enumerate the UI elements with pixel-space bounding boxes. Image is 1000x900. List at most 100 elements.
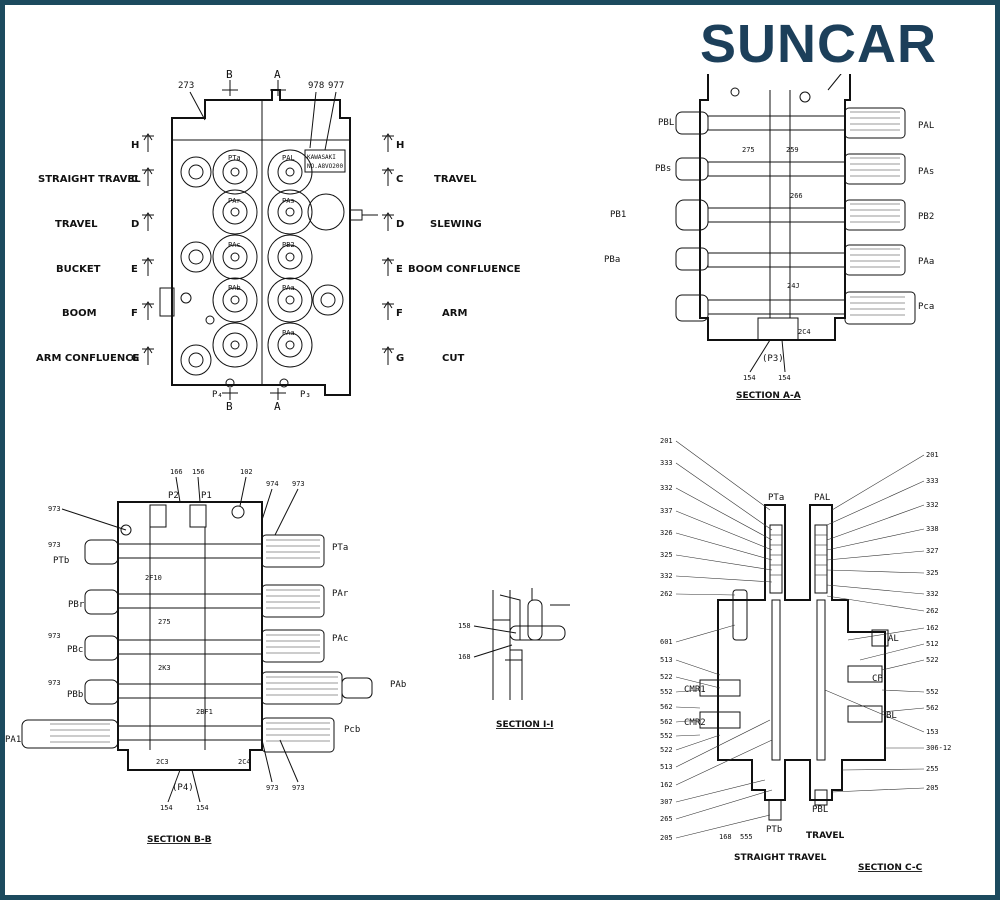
left-section-marks: H C D E F G (131, 133, 154, 365)
port-label: PTa (332, 543, 348, 553)
port-label: PBa (604, 255, 620, 265)
callout: (P4) (172, 783, 194, 793)
callout: 326 (660, 529, 673, 537)
callout: 162 (660, 781, 673, 789)
callout: 974 (266, 480, 279, 488)
callout: 166 (170, 468, 183, 476)
function-label-travel-right: TRAVEL (434, 174, 477, 185)
cut-letter-bottom: B (226, 400, 233, 413)
inner-label: 2C3 (156, 758, 169, 766)
callout: 162 (926, 624, 939, 632)
section-title-bb: SECTION B-B (147, 835, 212, 845)
section-title-ii: SECTION I-I (496, 720, 553, 730)
callout: 513 (660, 656, 673, 664)
section-letter: H (396, 140, 404, 151)
callout: 262 (660, 590, 673, 598)
callout: 513 (660, 763, 673, 771)
port-label: BL (886, 711, 897, 721)
port-label: PAc (332, 634, 348, 644)
function-label-arm-confluence: ARM CONFLUENCE (36, 353, 140, 364)
spool-rows-bb (21, 527, 373, 753)
port-label: PBL (812, 805, 828, 815)
label-travel: TRAVEL (806, 831, 845, 841)
callout: 307 (660, 798, 673, 806)
port-label: PBs (655, 164, 671, 174)
function-label-boom: BOOM (62, 308, 97, 319)
callout: 522 (660, 746, 673, 754)
callout: 332 (660, 484, 673, 492)
callout: 333 (660, 459, 673, 467)
port-label: CMR2 (684, 718, 706, 728)
section-letter: E (396, 264, 403, 275)
callout: 154 (743, 374, 756, 382)
callout: 552 (660, 688, 673, 696)
callout: 973 (48, 541, 61, 549)
right-section-marks: H C D E F G (382, 133, 404, 365)
port-label: P2 (168, 491, 179, 501)
inner-label: 2C4 (238, 758, 251, 766)
callout: 338 (926, 525, 939, 533)
port-label: PAa (918, 257, 934, 267)
function-label-arm: ARM (442, 308, 467, 319)
top-left-view: KAWASAKI NO.A8VO200 PTa PAL PAr PAs PAc … (36, 68, 521, 413)
port-label: PTb (766, 825, 782, 835)
callout: 333 (926, 477, 939, 485)
port-label: PAL (918, 121, 934, 131)
callout: 555 (740, 833, 753, 841)
inner-label: 266 (790, 192, 803, 200)
callout: 201 (660, 437, 673, 445)
label-straight-travel: STRAIGHT TRAVEL (734, 853, 827, 863)
port-label: PAs (918, 167, 934, 177)
port-label: PAb (390, 680, 406, 690)
section-letter: C (396, 174, 403, 185)
port-label: Pca (918, 302, 934, 312)
callout: 978 (308, 81, 324, 91)
section-letter: D (396, 219, 404, 230)
callout: 158 (458, 622, 471, 630)
cc-left-callouts: 201 333 332 337 326 325 332 262 601 513 … (660, 437, 773, 842)
callout: 601 (660, 638, 673, 646)
spool-label: PB2 (282, 241, 295, 249)
section-aa: PBL PBs PB1 PBa PAL PAs PB2 PAa Pca 275 … (604, 43, 934, 401)
port-label: PBb (67, 690, 83, 700)
callout: 522 (660, 673, 673, 681)
section-letter: F (131, 308, 138, 319)
port-label: PAr (332, 589, 349, 599)
logo-wordmark: SUNCAR (700, 14, 938, 74)
port-label: P1 (201, 491, 212, 501)
spool-label: PAa (282, 284, 295, 292)
inner-label: 2C4 (798, 328, 811, 336)
port-bosses (180, 149, 345, 388)
callout: 325 (660, 551, 673, 559)
function-label-boom-confluence: BOOM CONFLUENCE (408, 264, 521, 275)
section-letter: C (131, 174, 138, 185)
inner-label: 275 (158, 618, 171, 626)
callout: 205 (926, 784, 939, 792)
port-label: PB1 (610, 210, 626, 220)
callout: 102 (240, 468, 253, 476)
inner-label: 2F10 (145, 574, 162, 582)
spool-label: PAa (282, 329, 295, 337)
callout: (P3) (762, 354, 784, 364)
callout: 977 (328, 81, 344, 91)
function-label-travel: TRAVEL (55, 219, 98, 230)
nameplate-line-2: NO.A8VO200 (307, 163, 344, 170)
callout: 332 (926, 501, 939, 509)
section-letter: D (131, 219, 139, 230)
spool-label: PTa (228, 154, 241, 162)
callout: 201 (926, 451, 939, 459)
callout: 562 (926, 704, 939, 712)
port-label: CMR1 (684, 685, 706, 695)
section-title-cc: SECTION C-C (858, 863, 923, 873)
section-letter: E (131, 264, 138, 275)
spool-label: PAs (282, 197, 295, 205)
section-letter: G (396, 353, 404, 364)
function-label-bucket: BUCKET (56, 264, 101, 275)
spool-rows-aa (675, 87, 916, 325)
section-cc: PTa PAL AL CP BL CMR1 CMR2 PTb PBL 201 3… (660, 437, 951, 873)
callout: 154 (778, 374, 791, 382)
callout: 337 (660, 507, 673, 515)
callout: 306-12 (926, 744, 951, 752)
callout: 973 (266, 784, 279, 792)
callout: 168 (458, 653, 471, 661)
